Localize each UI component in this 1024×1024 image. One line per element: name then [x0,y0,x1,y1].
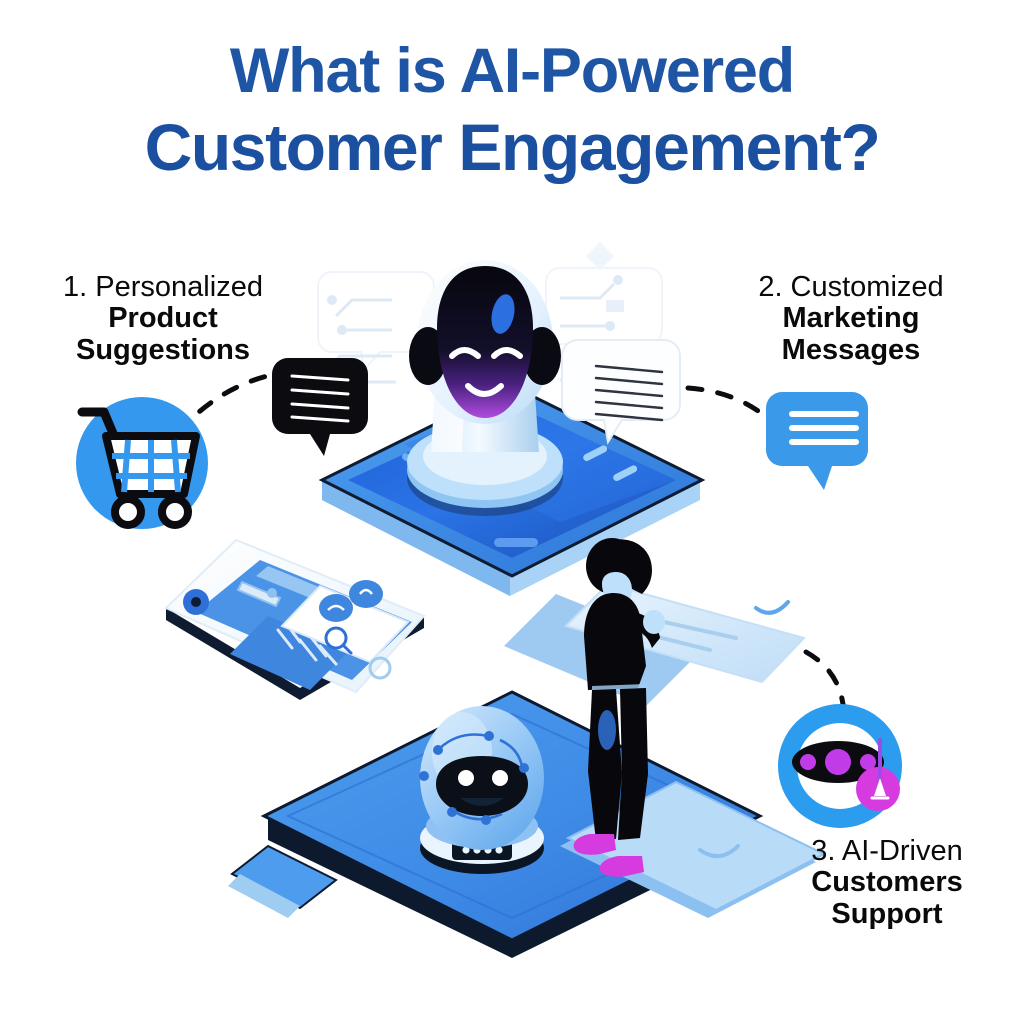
callout-3-line-2: Customers [811,866,963,899]
callout-2-line-1: 2. Customized [758,271,944,303]
callout-label-1: 1. Personalized Product Suggestions [18,271,308,366]
callout-3-line-3: Support [831,897,943,930]
callout-2-line-2: Marketing [782,302,920,335]
page-title: What is AI-Powered Customer Engagement? [0,34,1024,186]
circuit-decor [324,242,626,387]
shopping-cart-icon[interactable] [76,397,208,529]
dark-speech-bubble [272,358,368,456]
outline-speech-bubble [561,339,681,445]
robot-base-ring [407,424,563,516]
central-isometric-tablet [318,384,706,596]
callout-label-3: 3. AI-Driven Customers Support [742,835,1024,930]
callout-2-line-3: Messages [781,333,921,366]
ghost-speech-bubble-right [545,267,663,366]
connector-arc-2 [685,385,781,431]
assistant-robot [419,706,544,874]
connector-arc-3 [803,649,847,717]
left-isometric-smartphone [164,538,426,700]
title-line-1: What is AI-Powered [229,36,795,106]
callout-label-2: 2. Customized Marketing Messages [706,271,996,366]
ghost-speech-bubble-left [317,271,435,373]
callout-3-line-1: 3. AI-Driven [811,835,963,867]
standing-woman [573,538,665,877]
title-line-2: Customer Engagement? [144,110,881,184]
central-ai-robot [409,260,561,452]
chat-bubble-icon[interactable] [766,392,868,490]
right-pale-panels [504,582,806,706]
callout-1-line-3: Suggestions [75,333,250,366]
robot-head-badge-icon[interactable] [778,704,902,828]
callout-1-line-1: 1. Personalized [63,271,263,303]
bottom-isometric-tablet [228,690,764,958]
connector-arc-1 [175,369,291,435]
callout-1-line-2: Product [108,302,218,335]
